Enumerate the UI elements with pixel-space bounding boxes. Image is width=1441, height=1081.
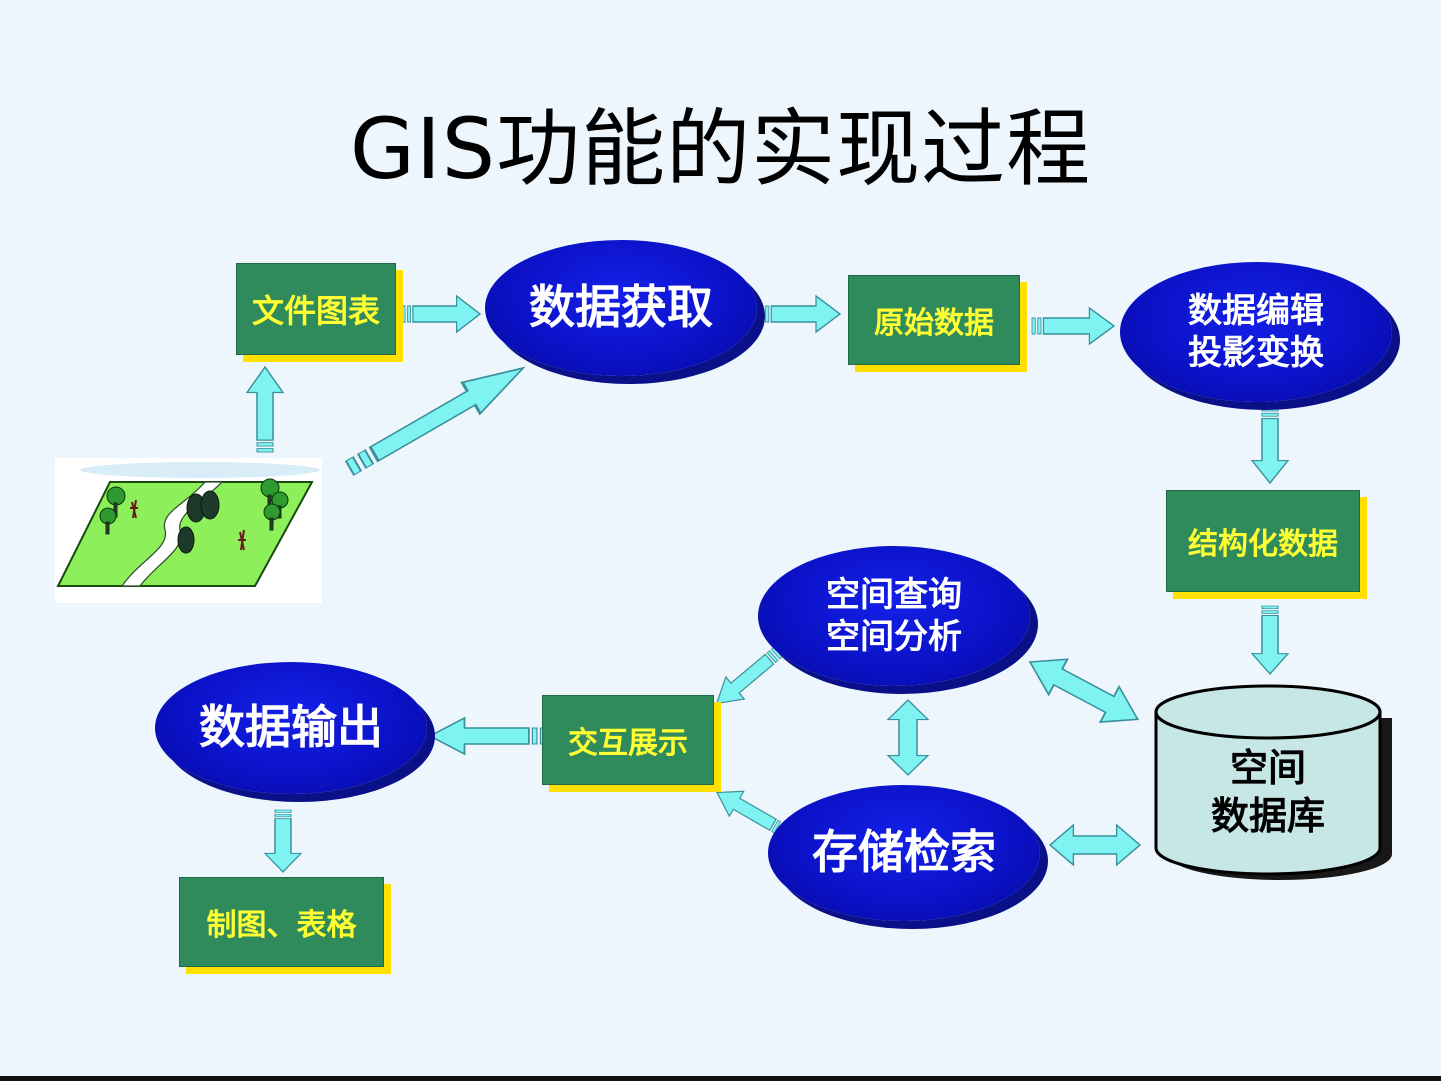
arrow-output-to-maps bbox=[264, 809, 302, 873]
arrow-map-to-files bbox=[246, 366, 284, 453]
box-interactive-display-label: 交互展示 bbox=[568, 726, 688, 761]
page-title: GIS功能的实现过程 bbox=[349, 100, 1092, 198]
box-structured-data: 结构化数据 bbox=[1166, 490, 1360, 592]
arrow-structured-to-database bbox=[1251, 605, 1289, 675]
ellipse-storage-retrieval-label: 存储检索 bbox=[812, 825, 996, 880]
box-maps-tables: 制图、表格 bbox=[179, 877, 384, 967]
double-arrow-query-database bbox=[1019, 643, 1148, 738]
ellipse-data-output-label: 数据输出 bbox=[199, 700, 383, 755]
ellipse-data-output: 数据输出 bbox=[155, 662, 427, 794]
ellipse-spatial-query: 空间查询 空间分析 bbox=[758, 546, 1030, 686]
arrow-acquisition-to-raw bbox=[759, 295, 841, 333]
box-raw-data-label: 原始数据 bbox=[874, 306, 994, 341]
box-file-charts: 文件图表 bbox=[236, 263, 396, 355]
arrow-query-to-display bbox=[706, 640, 788, 716]
box-maps-tables-label: 制图、表格 bbox=[206, 908, 357, 943]
ellipse-spatial-query-label: 空间查询 空间分析 bbox=[826, 574, 962, 658]
database-cylinder bbox=[1154, 684, 1392, 880]
bottom-border bbox=[0, 1076, 1441, 1081]
ellipse-data-editing: 数据编辑 投影变换 bbox=[1120, 262, 1392, 402]
landscape-map-icon bbox=[55, 458, 322, 603]
double-arrow-storage-database bbox=[1049, 824, 1141, 866]
box-interactive-display: 交互展示 bbox=[542, 695, 714, 785]
arrow-editing-to-structured bbox=[1251, 407, 1289, 484]
arrow-files-to-acquisition bbox=[401, 295, 481, 333]
arrow-display-to-output bbox=[429, 717, 546, 755]
ellipse-data-acquisition: 数据获取 bbox=[485, 240, 757, 376]
ellipse-data-acquisition-label: 数据获取 bbox=[529, 280, 713, 335]
box-file-charts-label: 文件图表 bbox=[251, 292, 380, 330]
box-structured-data-label: 结构化数据 bbox=[1188, 527, 1338, 562]
double-arrow-query-storage bbox=[887, 699, 929, 776]
arrow-raw-to-editing bbox=[1031, 307, 1115, 345]
ellipse-data-editing-label: 数据编辑 投影变换 bbox=[1188, 290, 1324, 374]
box-raw-data: 原始数据 bbox=[848, 275, 1020, 365]
database-label: 空间 数据库 bbox=[1210, 746, 1325, 838]
arrow-map-to-acquisition bbox=[339, 351, 534, 485]
ellipse-storage-retrieval: 存储检索 bbox=[768, 785, 1040, 921]
